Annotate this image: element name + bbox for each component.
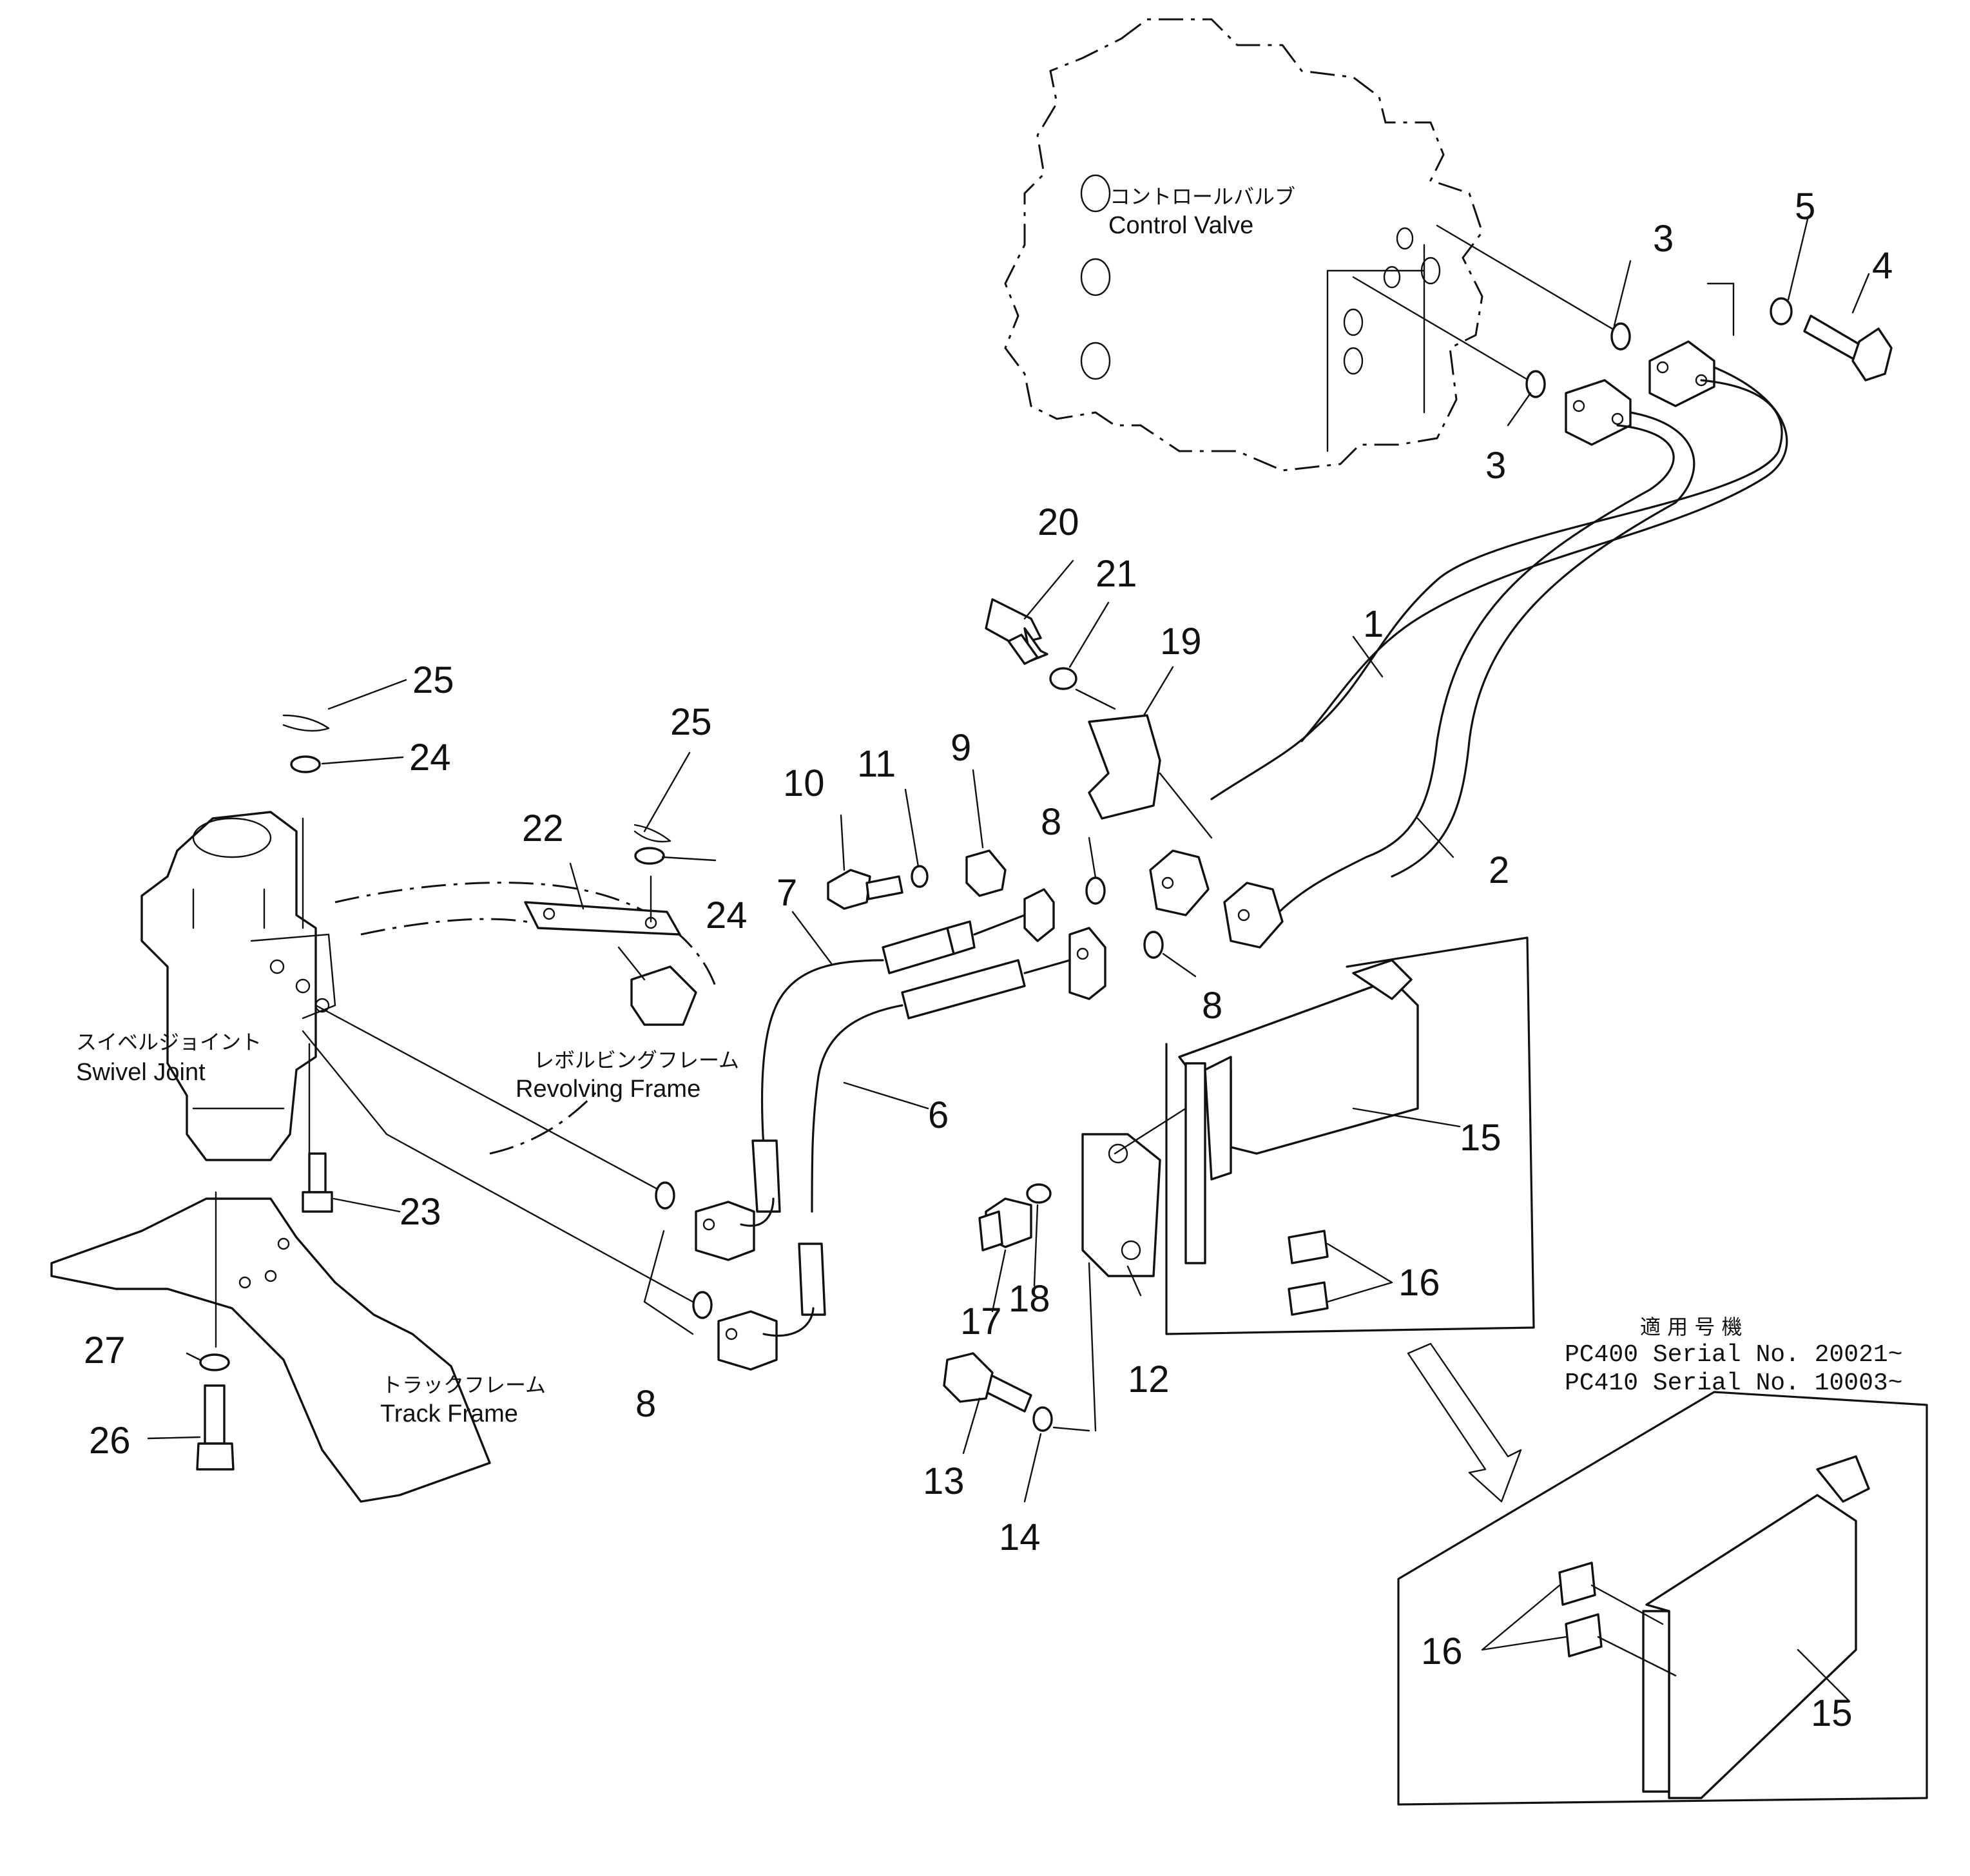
revolving-frame-bracket [630, 965, 697, 1026]
callout-15-detail: 15 [1811, 1692, 1853, 1734]
washer-27 [199, 1353, 230, 1371]
cotter-pin-25-left [282, 714, 330, 732]
o-ring-8-d [692, 1291, 713, 1319]
bolt-20 [985, 598, 1048, 665]
callout-8-upper: 8 [1041, 801, 1061, 843]
cotter-pin-25-right [633, 824, 671, 843]
washer-11 [911, 865, 929, 888]
callout-20: 20 [1038, 501, 1079, 543]
o-ring-8-c [655, 1181, 675, 1210]
washer-24-left [290, 755, 321, 773]
clamp-19 [1088, 714, 1161, 820]
bolt-10 [827, 869, 903, 910]
plate-22 [524, 901, 681, 936]
callout-10: 10 [783, 762, 825, 804]
revolving-frame-label-en: Revolving Frame [516, 1076, 700, 1103]
bolt-13 [943, 1352, 1032, 1413]
callout-24-right: 24 [706, 894, 748, 936]
washer-21 [1049, 667, 1077, 690]
o-ring-8-b [1143, 931, 1164, 959]
callout-3-lower: 3 [1485, 445, 1506, 487]
callout-3-upper: 3 [1653, 218, 1674, 260]
detail-arrow [1407, 1342, 1522, 1503]
callout-16-upper: 16 [1398, 1262, 1440, 1304]
hose-2 [1275, 379, 1695, 916]
bracket-15-detail [1642, 1455, 1870, 1799]
swivel-joint: スイベルジョイント Swivel Joint [76, 811, 336, 1161]
swivel-joint-label-jp: スイベルジョイント [76, 1030, 262, 1054]
callout-16-detail: 16 [1421, 1630, 1463, 1672]
callout-15-upper: 15 [1460, 1117, 1502, 1159]
detail-box-lower [1397, 1391, 1928, 1806]
o-ring-3-upper [1610, 322, 1631, 351]
revolving-frame: レボルビングフレーム Revolving Frame [334, 882, 739, 1155]
track-frame-label-jp: トラックフレーム [381, 1373, 546, 1397]
callout-2: 2 [1489, 849, 1509, 891]
callout-12: 12 [1128, 1359, 1170, 1400]
swivel-joint-label-en: Swivel Joint [76, 1059, 206, 1086]
control-valve-label-en: Control Valve [1108, 212, 1253, 239]
callout-9: 9 [951, 727, 971, 769]
revolving-frame-label-jp: レボルビングフレーム [534, 1048, 739, 1072]
bushing-16-detail-b [1565, 1613, 1603, 1658]
callout-26: 26 [89, 1420, 131, 1462]
hose-6 [811, 927, 1106, 1213]
hose-6-lower-fitting [717, 1243, 826, 1371]
washer-5 [1770, 297, 1793, 325]
washer-14 [1032, 1406, 1053, 1432]
bracket-12 [1081, 1133, 1161, 1277]
washer-24-right [634, 847, 665, 865]
track-frame: トラックフレーム Track Frame [50, 1197, 546, 1503]
callout-8-lower: 8 [635, 1383, 656, 1425]
control-valve: コントロールバルブ Control Valve [1004, 18, 1483, 472]
bushing-16-detail-a [1558, 1562, 1596, 1606]
callout-numbers: 1 2 3 3 4 5 6 7 8 8 8 9 10 11 12 13 14 1… [84, 186, 1893, 1734]
applicability-line-1: PC400 Serial No. 20021~ [1565, 1341, 1903, 1369]
flange-hose-1 [1149, 849, 1210, 916]
callout-23: 23 [400, 1191, 441, 1233]
callout-25-right: 25 [670, 701, 712, 743]
bolt-26 [196, 1384, 235, 1471]
callout-8-right: 8 [1202, 985, 1222, 1027]
callout-1: 1 [1363, 603, 1384, 645]
callout-4: 4 [1872, 245, 1893, 287]
bushing-16-b [1288, 1281, 1329, 1316]
callout-24-left: 24 [409, 737, 451, 778]
callout-19: 19 [1160, 621, 1202, 662]
applicability-heading: 適 用 号 機 [1640, 1315, 1743, 1339]
bracket-15-upper [1178, 959, 1419, 1264]
bolt-23 [302, 1152, 333, 1213]
half-clamp-9 [965, 849, 1007, 897]
flange-hose-2 [1223, 882, 1284, 949]
o-ring-8-a [1085, 876, 1106, 905]
callout-27: 27 [84, 1330, 126, 1371]
callout-22: 22 [522, 807, 564, 849]
callout-13: 13 [923, 1460, 965, 1502]
hose-1 [1210, 340, 1788, 800]
callout-7: 7 [777, 872, 797, 914]
washer-18 [1026, 1183, 1052, 1204]
control-valve-outline [1004, 18, 1483, 472]
leader-lines [147, 218, 1870, 1703]
track-frame-label-en: Track Frame [380, 1400, 518, 1427]
detail-box-upper [1165, 936, 1535, 1335]
callout-21: 21 [1096, 553, 1137, 595]
hose-7 [760, 888, 1055, 1148]
control-valve-label-jp: コントロールバルブ [1110, 184, 1295, 209]
bushing-16-a [1288, 1230, 1329, 1264]
callout-25-left: 25 [412, 659, 454, 701]
callout-14: 14 [999, 1516, 1041, 1558]
callout-6: 6 [928, 1094, 949, 1136]
bolt-4 [1803, 314, 1893, 382]
callout-5: 5 [1795, 186, 1815, 227]
callout-17: 17 [960, 1301, 1002, 1342]
callout-18: 18 [1009, 1278, 1050, 1320]
hose-7-lower-fitting [695, 1139, 781, 1261]
callout-11: 11 [857, 743, 896, 785]
o-ring-3-lower [1525, 370, 1546, 398]
bolt-17 [978, 1197, 1032, 1252]
